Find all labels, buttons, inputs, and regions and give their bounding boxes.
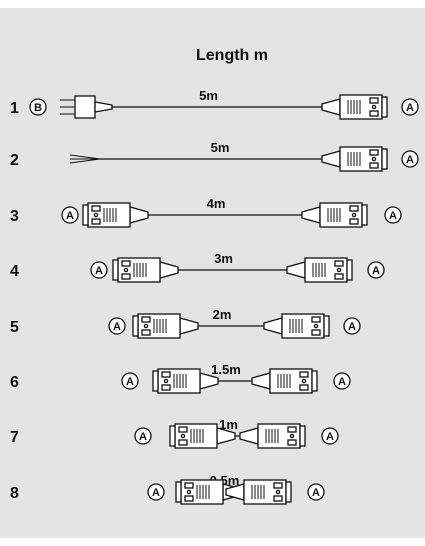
end-type-right bbox=[333, 372, 351, 390]
right-connector-icon bbox=[286, 257, 353, 283]
length-label: 4m bbox=[207, 196, 226, 211]
end-type-right bbox=[343, 317, 361, 335]
row-number: 2 bbox=[10, 152, 19, 169]
cable-row-7: 7 1mA A bbox=[10, 417, 339, 449]
plug-icon bbox=[60, 95, 113, 119]
end-type-right-label: A bbox=[406, 154, 414, 166]
row-number: 3 bbox=[10, 208, 19, 225]
end-type-right-label: A bbox=[389, 210, 397, 222]
cable-row-1: 1 5mB A bbox=[10, 88, 419, 120]
end-type-left-label: A bbox=[126, 376, 134, 388]
end-type-left-label: A bbox=[139, 431, 147, 443]
end-type-right-label: A bbox=[348, 321, 356, 333]
end-type-left bbox=[61, 206, 79, 224]
row-number: 1 bbox=[10, 100, 19, 117]
right-connector-icon bbox=[321, 146, 388, 172]
end-type-right-label: A bbox=[338, 376, 346, 388]
right-connector-icon bbox=[225, 479, 292, 505]
end-type-left-label: A bbox=[66, 210, 74, 222]
end-type-right bbox=[401, 98, 419, 116]
left-connector-icon bbox=[169, 423, 236, 449]
cable-row-3: 3 4mA A bbox=[10, 196, 402, 228]
end-type-left-label: A bbox=[95, 265, 103, 277]
end-type-left bbox=[147, 483, 165, 501]
end-type-left bbox=[134, 427, 152, 445]
row-number: 8 bbox=[10, 485, 19, 502]
end-type-left bbox=[29, 98, 47, 116]
end-type-right bbox=[307, 483, 325, 501]
end-type-left-label: B bbox=[34, 102, 42, 114]
cable-row-5: 5 2mA A bbox=[10, 307, 361, 339]
cable-row-2: 2 5mA bbox=[10, 140, 419, 172]
row-number: 5 bbox=[10, 319, 19, 336]
end-type-right bbox=[321, 427, 339, 445]
length-label: 5m bbox=[199, 88, 218, 103]
right-connector-icon bbox=[263, 313, 330, 339]
end-type-right bbox=[401, 150, 419, 168]
diagram-title: Length m bbox=[196, 47, 268, 64]
end-type-right bbox=[384, 206, 402, 224]
length-label: 2m bbox=[213, 307, 232, 322]
end-type-left-label: A bbox=[152, 487, 160, 499]
end-type-right-label: A bbox=[406, 102, 414, 114]
end-type-left-label: A bbox=[113, 321, 121, 333]
right-connector-icon bbox=[251, 368, 318, 394]
right-connector-icon bbox=[321, 94, 388, 120]
left-connector-icon bbox=[82, 202, 149, 228]
row-number: 4 bbox=[10, 263, 19, 280]
right-connector-icon bbox=[301, 202, 368, 228]
length-label: 1m bbox=[219, 417, 238, 432]
left-connector-icon bbox=[132, 313, 199, 339]
end-type-left bbox=[108, 317, 126, 335]
end-type-right-label: A bbox=[326, 431, 334, 443]
bare-wire-icon bbox=[69, 154, 118, 164]
row-number: 6 bbox=[10, 374, 19, 391]
row-number: 7 bbox=[10, 429, 19, 446]
cable-row-4: 4 3mA A bbox=[10, 251, 385, 283]
end-type-left bbox=[121, 372, 139, 390]
right-connector-icon bbox=[239, 423, 306, 449]
left-connector-icon bbox=[152, 368, 219, 394]
end-type-right-label: A bbox=[312, 487, 320, 499]
length-label: 3m bbox=[214, 251, 233, 266]
cable-row-6: 6 1.5mA A bbox=[10, 362, 351, 394]
end-type-right-label: A bbox=[372, 265, 380, 277]
end-type-right bbox=[367, 261, 385, 279]
left-connector-icon bbox=[112, 257, 179, 283]
end-type-left bbox=[90, 261, 108, 279]
length-label: 1.5m bbox=[211, 362, 241, 377]
length-label: 5m bbox=[211, 140, 230, 155]
